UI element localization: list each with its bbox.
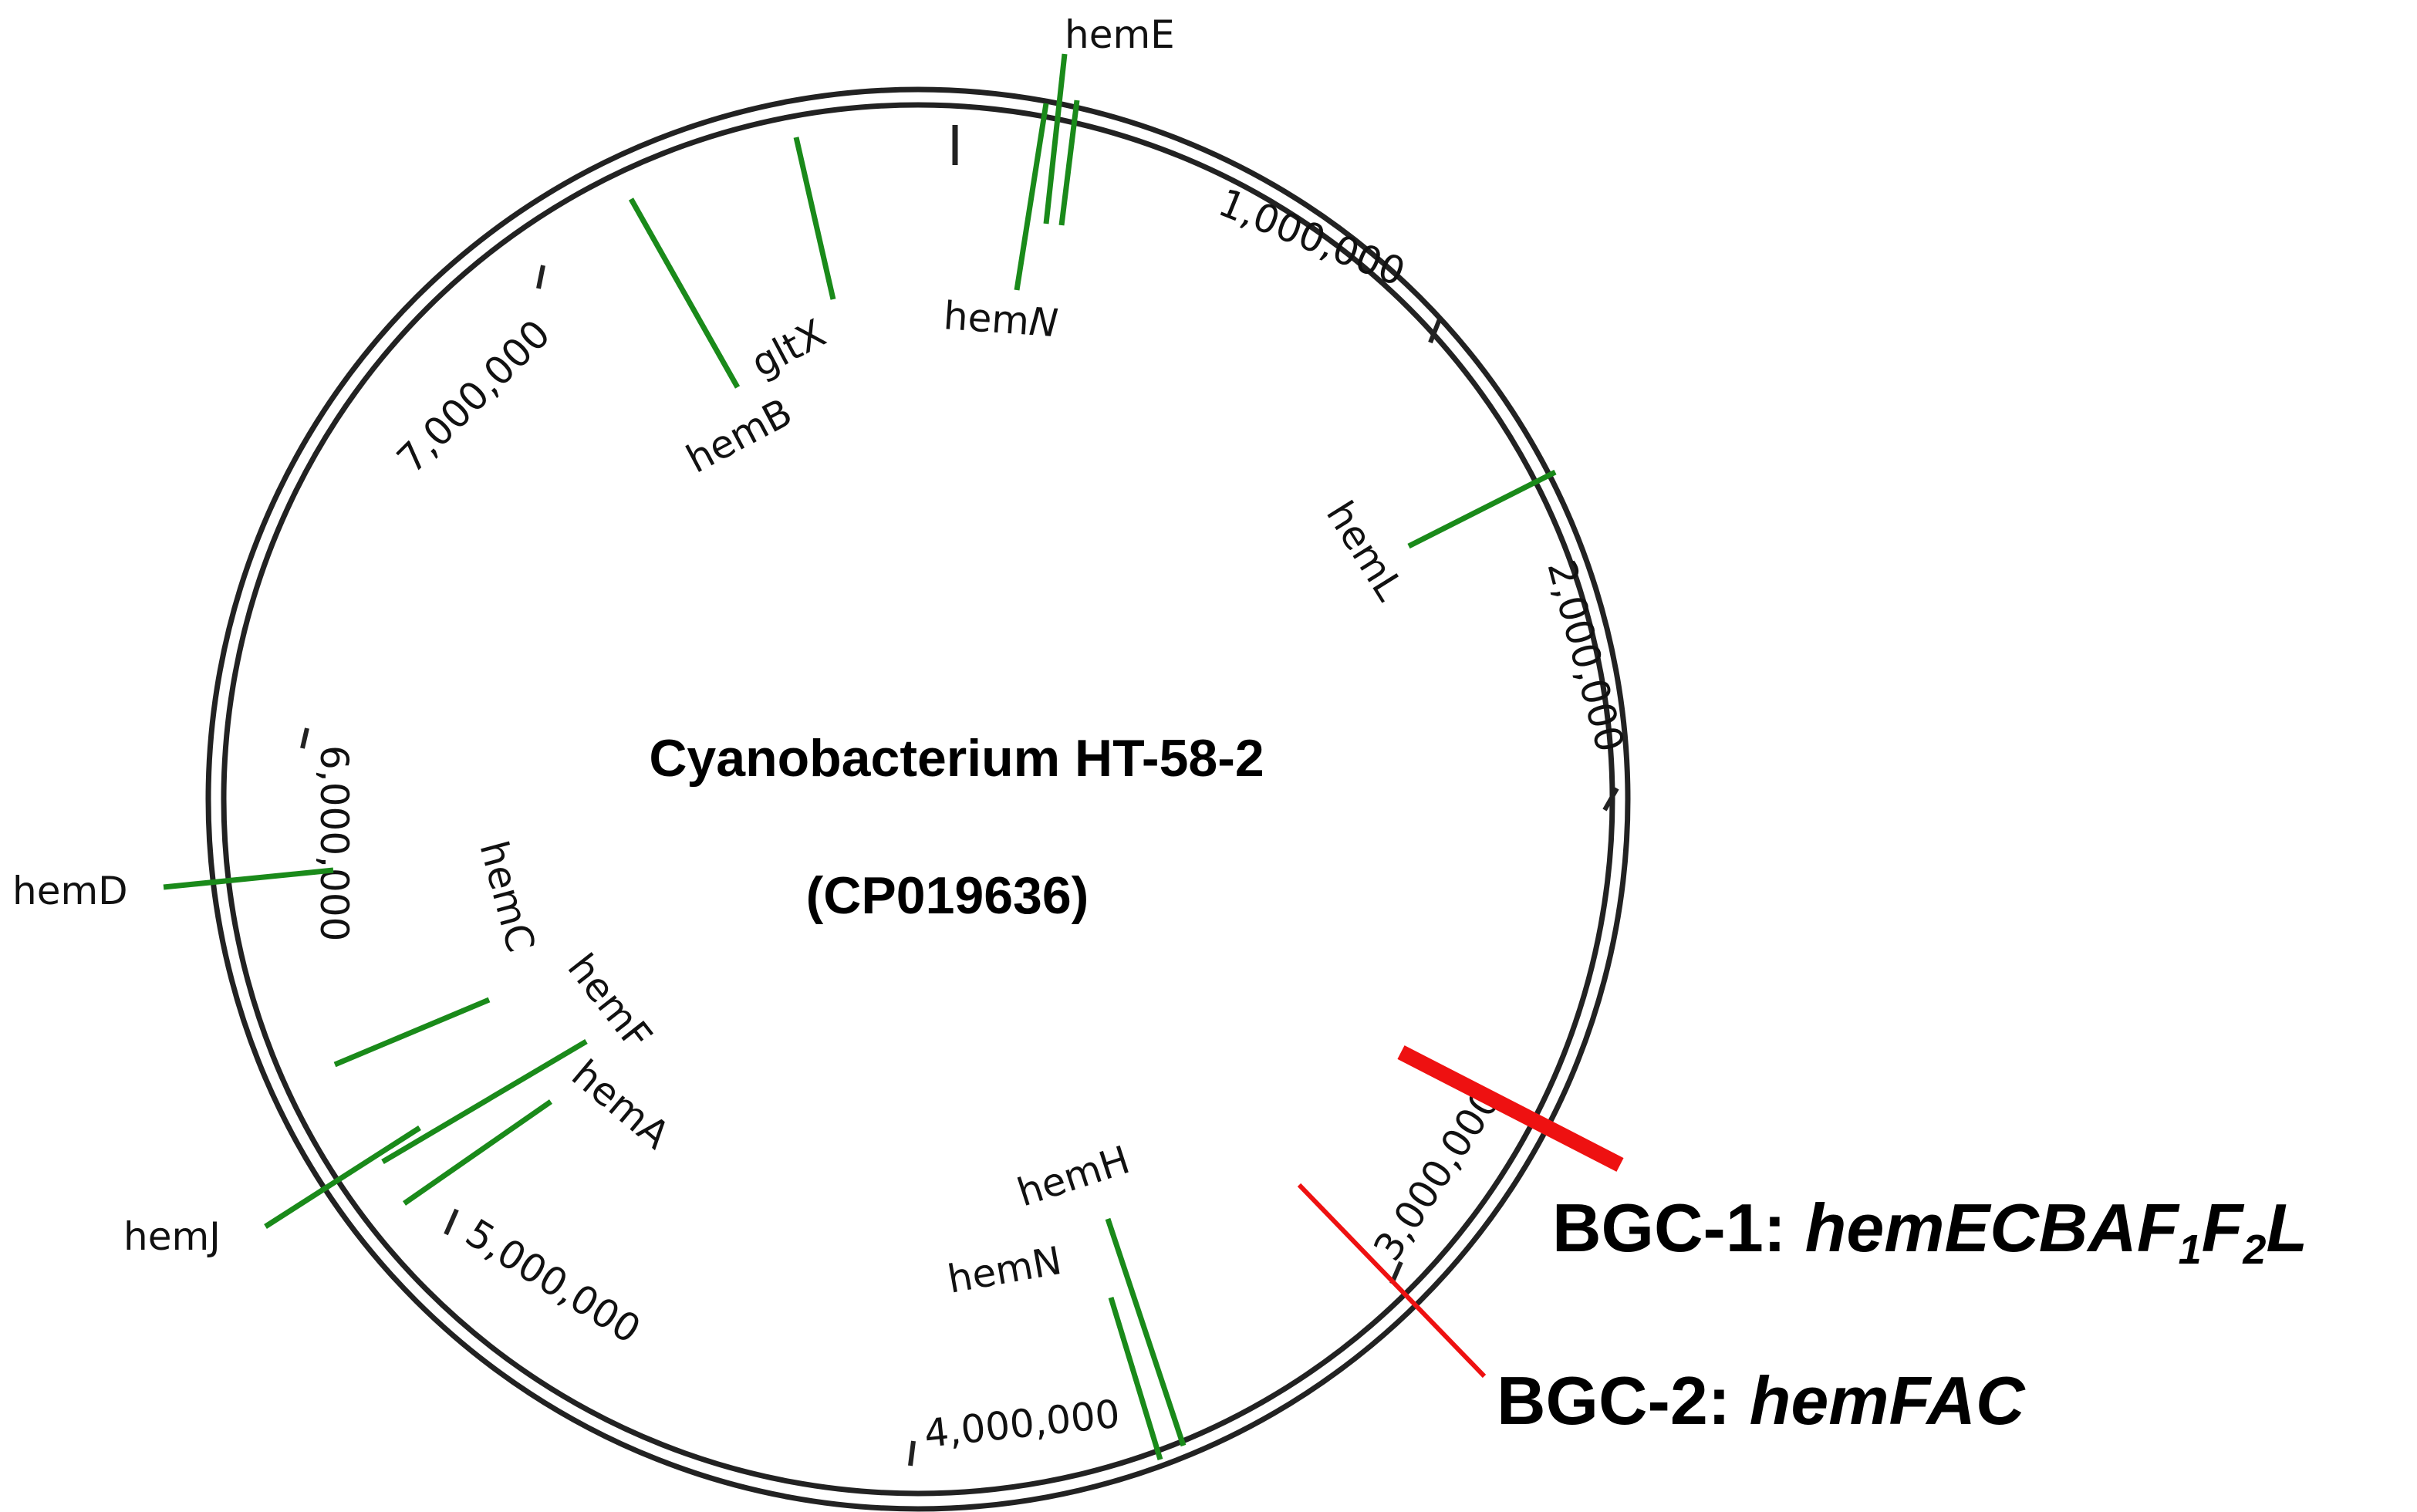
tick-mark-4000000 — [908, 1440, 916, 1466]
gene-marker-hemn-bottom — [1108, 1296, 1163, 1461]
tick-label-1000000: 1,000,000 — [1213, 180, 1412, 295]
genome-title: Cyanobacterium HT-58-2 — [649, 729, 1264, 788]
gene-marker-hemh — [1105, 1217, 1187, 1447]
tick-label-4000000: 4,000,000 — [922, 1392, 1122, 1456]
gene-label-hemj: hemJ — [123, 1214, 221, 1259]
gene-label-hemf: hemF — [559, 946, 661, 1058]
genome-accession: (CP019636) — [806, 866, 1089, 925]
gene-label-hema: hemA — [563, 1051, 678, 1158]
gene-marker-hemf — [381, 1038, 588, 1165]
tick-mark-2000000 — [1602, 787, 1619, 812]
bgc-1-name: BGC-1: — [1552, 1190, 1786, 1266]
tick-label-5000000: 5,000,000 — [458, 1210, 649, 1352]
gene-marker-hemn-top — [1014, 103, 1049, 291]
tick-mark-7000000 — [536, 265, 545, 289]
gene-marker-heme-a — [1043, 53, 1068, 224]
gene-label-hemc: hemC — [471, 836, 543, 957]
tick-label-7000000: 7,000,000 — [388, 312, 559, 482]
bgc-1-genes: hemECBAF — [1805, 1190, 2180, 1266]
tick-mark-5000000 — [444, 1208, 459, 1236]
tick-mark-6000000 — [300, 727, 309, 749]
gene-label-hemn-bottom: hemN — [944, 1238, 1065, 1302]
gene-marker-hema — [403, 1099, 552, 1206]
gene-marker-gltx — [793, 137, 836, 300]
gene-label-hemb: hemB — [679, 390, 799, 482]
bgc-2-name: BGC-2: — [1497, 1362, 1730, 1439]
bgc-1-genes-mid: F — [2202, 1190, 2245, 1266]
bgc-1-genes-tail: L — [2266, 1190, 2307, 1266]
bgc-1-sub-1: 1 — [2179, 1227, 2202, 1273]
gene-markers — [163, 53, 1557, 1461]
gene-marker-hemd — [163, 867, 334, 890]
gene-marker-hemc — [333, 997, 491, 1068]
gene-marker-heme-b — [1058, 100, 1080, 226]
bgc-1-sub-2: 2 — [2242, 1227, 2266, 1273]
bgc-markers — [1297, 1045, 1624, 1379]
gene-label-gltx: gltX — [744, 311, 832, 386]
gene-marker-heml — [1407, 469, 1557, 549]
genome-ring — [205, 86, 1631, 1512]
gene-label-hemn-italic: N — [1028, 299, 1059, 346]
bgc-1-label: BGC-1: hemECBAF1F2L — [1552, 1190, 2307, 1273]
tick-mark-1000000 — [1428, 318, 1442, 344]
bgc-2-marker — [1297, 1183, 1487, 1379]
gene-label-hemh: hemH — [1012, 1137, 1135, 1215]
tick-label-2000000: 2,000,000 — [1538, 555, 1632, 757]
tick-label-6000000: 6,000,000 — [312, 745, 356, 941]
scale-ticks — [300, 265, 1619, 1466]
gene-label-hemn-top: hemN — [942, 293, 1059, 346]
gene-label-heml: hemL — [1318, 494, 1413, 609]
tick-label-3000000: 3,000,000 — [1365, 1080, 1509, 1269]
bgc-1-marker — [1397, 1045, 1624, 1172]
gene-marker-hemb — [628, 197, 741, 389]
bgc-2-genes: hemFAC — [1750, 1362, 2026, 1439]
bgc-2-label: BGC-2: hemFAC — [1497, 1362, 2026, 1439]
gene-label-hemd: hemD — [12, 869, 128, 913]
gene-marker-hemj — [264, 1126, 421, 1229]
gene-label-heme: hemE — [1065, 12, 1175, 57]
